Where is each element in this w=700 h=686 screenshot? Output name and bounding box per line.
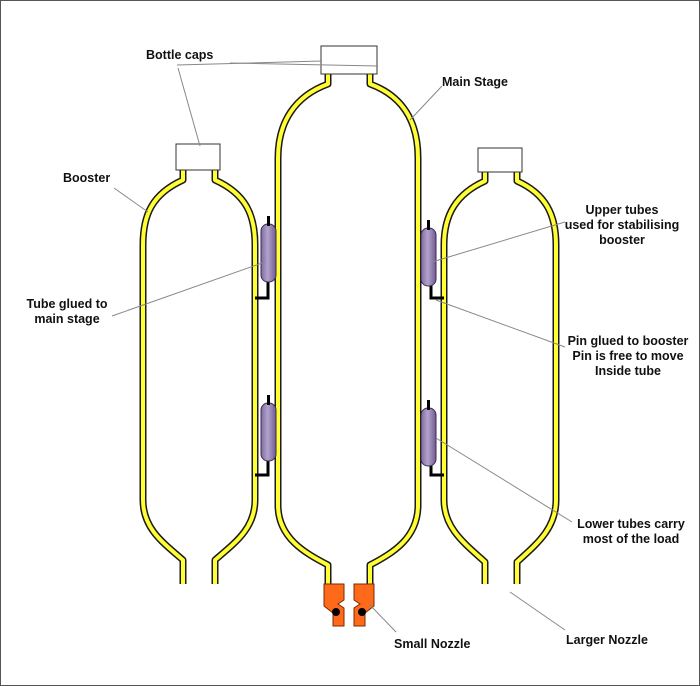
left-booster-cap (175, 143, 221, 171)
label-upper-tubes-3: booster (599, 233, 645, 247)
leader-lines (111, 60, 573, 633)
left-lower-tube (260, 395, 277, 462)
label-bottle-caps: Bottle caps (146, 48, 213, 62)
label-small-nozzle: Small Nozzle (394, 637, 470, 651)
left-booster-bottle (139, 170, 259, 584)
label-pin-glued-1: Pin glued to booster (568, 334, 689, 348)
label-pin-glued-3: Inside tube (595, 364, 661, 378)
small-nozzle (323, 583, 375, 627)
right-booster-cap (477, 147, 523, 173)
label-lower-tubes-1: Lower tubes carry (577, 517, 685, 531)
label-upper-tubes-2: used for stabilising (565, 218, 680, 232)
right-booster-outline (440, 172, 560, 584)
left-booster-outline (139, 170, 259, 584)
main-stage-cap (320, 45, 378, 75)
main-stage-outline (274, 74, 422, 584)
right-lower-tube (420, 400, 437, 467)
left-upper-pin (255, 278, 270, 300)
label-booster: Booster (63, 171, 110, 185)
right-upper-tube (420, 220, 437, 287)
tubes (260, 216, 437, 467)
main-stage-bottle (274, 74, 422, 584)
main-stage-wall (276, 74, 420, 584)
right-booster-bottle (440, 172, 560, 584)
label-larger-nozzle: Larger Nozzle (566, 633, 648, 647)
left-booster-wall (141, 170, 257, 584)
left-upper-tube (260, 216, 277, 283)
label-main-stage: Main Stage (442, 75, 508, 89)
label-tube-glued-2: main stage (34, 312, 99, 326)
label-pin-glued-2: Pin is free to move (572, 349, 683, 363)
right-booster-wall (442, 172, 558, 584)
label-tube-glued-1: Tube glued to (26, 297, 107, 311)
label-lower-tubes-2: most of the load (583, 532, 680, 546)
label-upper-tubes-1: Upper tubes (586, 203, 659, 217)
labels: Bottle caps Main Stage Booster Upper tub… (26, 48, 688, 651)
left-lower-pin (255, 455, 270, 477)
